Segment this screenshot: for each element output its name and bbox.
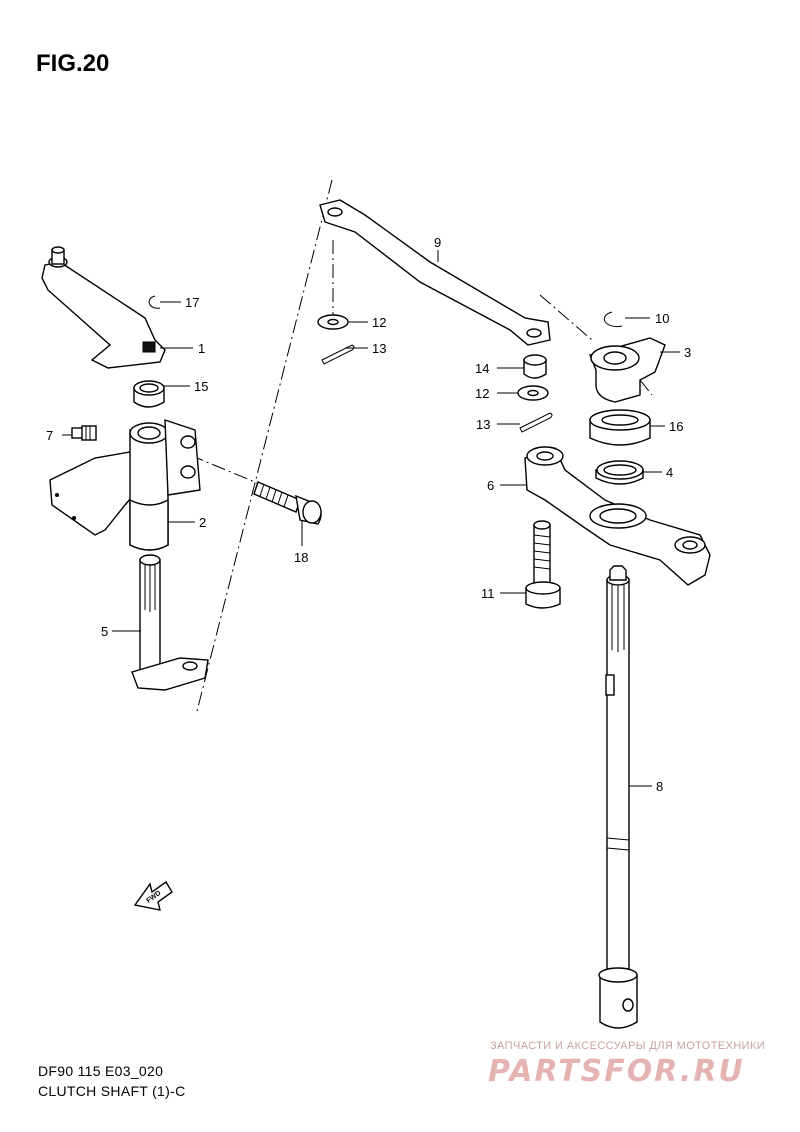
callout-10: 10	[655, 311, 669, 326]
part-4-ring	[595, 460, 644, 485]
watermark-tagline: ЗАПЧАСТИ И АКСЕССУАРЫ ДЛЯ МОТОТЕХНИКИ	[490, 1040, 766, 1052]
callout-labels: 1 2 3 4 5 6 7 8 9 10 11 12 12 13 13 14 1…	[46, 235, 691, 794]
leader-lines	[62, 250, 680, 787]
part-10-clip	[603, 311, 623, 328]
callout-13-lower: 13	[476, 417, 490, 432]
part-2-housing	[49, 419, 201, 551]
part-9-link-rod	[319, 199, 551, 346]
callout-2: 2	[199, 515, 206, 530]
part-12-washer-upper	[317, 314, 349, 330]
part-17-clip	[148, 295, 161, 309]
watermark-brand: PARTSFOR.RU	[488, 1054, 745, 1089]
part-12-washer-lower	[517, 385, 549, 401]
callout-18: 18	[294, 550, 308, 565]
part-14-collar	[523, 354, 547, 379]
part-6-shift-arm	[524, 446, 711, 586]
part-1-lever	[41, 246, 166, 369]
callout-12-lower: 12	[475, 386, 489, 401]
callout-16: 16	[669, 419, 683, 434]
figure-title: FIG.20	[36, 50, 110, 77]
part-3-lever-block	[589, 337, 666, 403]
part-8-clutch-shaft	[598, 565, 638, 1029]
part-7-grease-fitting	[71, 425, 97, 441]
callout-6: 6	[487, 478, 494, 493]
callout-1: 1	[198, 341, 205, 356]
part-5-shaft	[131, 554, 209, 691]
callout-14: 14	[475, 361, 489, 376]
callout-9: 9	[434, 235, 441, 250]
section-name: CLUTCH SHAFT (1)-C	[38, 1083, 186, 1099]
callout-3: 3	[684, 345, 691, 360]
callout-8: 8	[656, 779, 663, 794]
fwd-arrow-icon: FWD	[133, 880, 173, 911]
callout-13-upper: 13	[372, 341, 386, 356]
part-18-bolt	[253, 481, 322, 525]
callout-15: 15	[194, 379, 208, 394]
callout-4: 4	[666, 465, 673, 480]
part-11-bolt	[525, 520, 561, 609]
callout-7: 7	[46, 428, 53, 443]
part-16-bushing	[589, 409, 651, 446]
callout-12-upper: 12	[372, 315, 386, 330]
callout-5: 5	[101, 624, 108, 639]
model-code: DF90 115 E03_020	[38, 1063, 164, 1079]
callout-11: 11	[481, 586, 495, 601]
part-13-cotter-pin-lower	[519, 412, 553, 433]
callout-17: 17	[185, 295, 199, 310]
assembly-lines	[189, 179, 653, 716]
part-15-bushing	[133, 380, 165, 408]
